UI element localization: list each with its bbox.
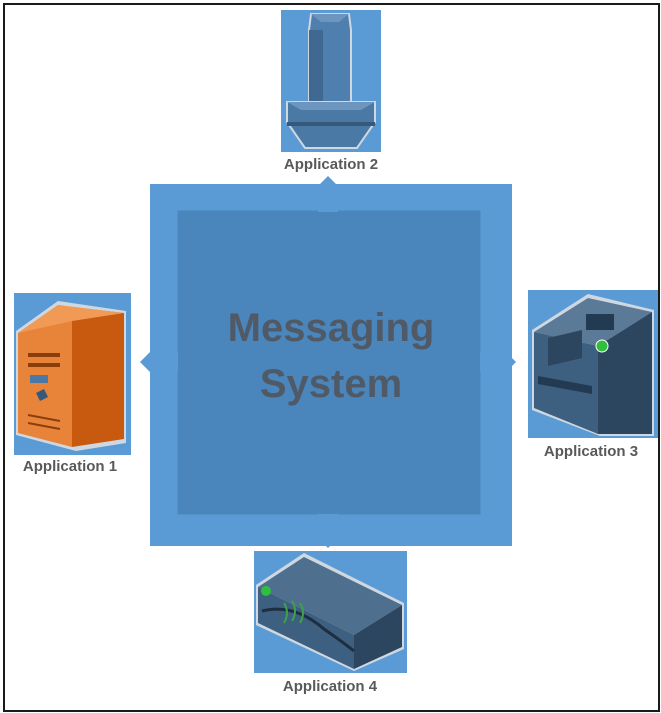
application-1-node[interactable] — [14, 293, 131, 455]
messaging-system-title: Messaging System — [150, 300, 512, 412]
title-line-2: System — [259, 362, 403, 406]
arrow-left-icon — [140, 340, 178, 384]
application-4-node[interactable] — [254, 551, 407, 673]
arrow-right-icon — [480, 340, 516, 384]
mainframe-tower-icon — [286, 13, 376, 149]
desktop-tower-pc-icon — [16, 301, 126, 451]
application-3-label: Application 3 — [543, 443, 639, 460]
arrow-down-icon — [306, 514, 350, 548]
application-3-node[interactable] — [528, 290, 658, 438]
application-2-node[interactable] — [281, 10, 381, 152]
application-1-label: Application 1 — [22, 458, 118, 475]
printer-icon — [532, 294, 654, 436]
title-line-1: Messaging — [227, 306, 435, 350]
scanner-device-icon — [256, 553, 404, 671]
application-4-label: Application 4 — [282, 678, 378, 695]
application-2-label: Application 2 — [283, 156, 379, 173]
arrow-up-icon — [306, 176, 350, 212]
